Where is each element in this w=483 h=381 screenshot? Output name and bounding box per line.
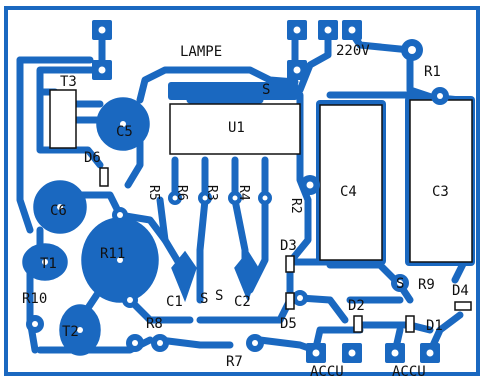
label-r11: R11 <box>100 246 125 262</box>
label-220v: 220V <box>336 43 370 59</box>
label-c1: C1 <box>166 294 183 310</box>
label-lampe: LAMPE <box>180 44 222 60</box>
label-r10: R10 <box>22 291 47 307</box>
label-s-r9: S <box>396 276 404 292</box>
label-s-mid: S <box>200 291 208 307</box>
label-t2: T2 <box>62 324 79 340</box>
label-d3: D3 <box>280 238 297 254</box>
label-r2: R2 <box>288 198 303 214</box>
label-t1: T1 <box>40 256 57 272</box>
label-d4: D4 <box>452 283 469 299</box>
label-c4: C4 <box>340 184 357 200</box>
label-c2: C2 <box>234 294 251 310</box>
label-r5: R5 <box>146 185 161 201</box>
label-u1: U1 <box>228 120 245 136</box>
label-r1: R1 <box>424 64 441 80</box>
pad-holes <box>32 26 443 357</box>
label-d6: D6 <box>84 150 101 166</box>
label-r8: R8 <box>146 316 163 332</box>
label-d1: D1 <box>426 318 443 334</box>
silkscreen-labels: LAMPE 220V R1 S T3 C5 U1 D6 R5 R6 R3 R4 … <box>22 43 469 380</box>
label-r7: R7 <box>226 354 243 370</box>
label-r9: R9 <box>418 277 435 293</box>
label-s-top: S <box>262 82 270 98</box>
label-r6: R6 <box>174 185 189 201</box>
label-r3: R3 <box>204 185 219 201</box>
label-d5: D5 <box>280 316 297 332</box>
label-c5: C5 <box>116 124 133 140</box>
label-r4: R4 <box>236 185 251 201</box>
label-accu-1: ACCU <box>310 364 344 380</box>
diodes <box>99 167 472 333</box>
label-c3: C3 <box>432 184 449 200</box>
label-accu-2: ACCU <box>392 364 426 380</box>
label-s-c2: S <box>215 288 223 304</box>
label-d2: D2 <box>348 298 365 314</box>
label-c6: C6 <box>50 203 67 219</box>
label-t3: T3 <box>60 74 77 90</box>
